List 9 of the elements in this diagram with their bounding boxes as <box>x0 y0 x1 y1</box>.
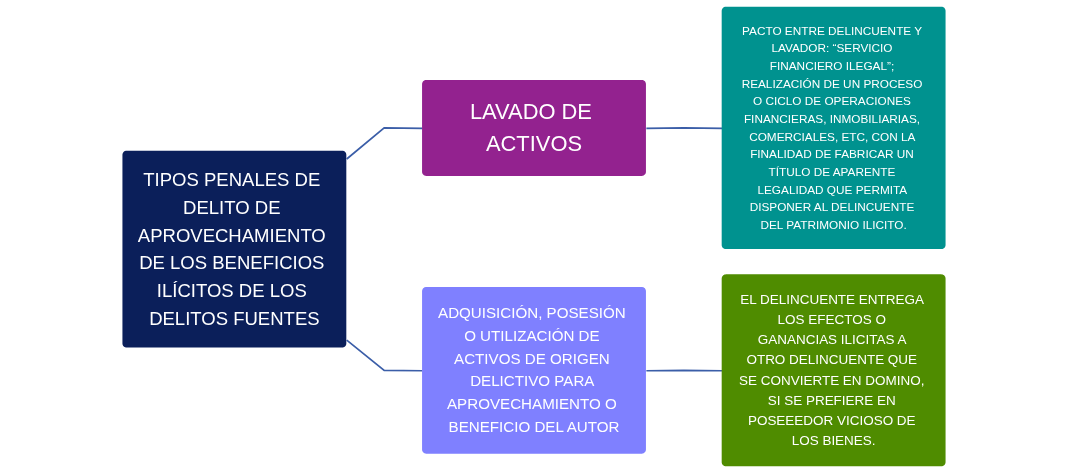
connector <box>645 127 723 130</box>
node-box: PACTO ENTRE DELINCUENTE Y LAVADOR: “SERVICIO FINANCIERO ILEGAL”; REALIZACIÓN DE UN PROCESO O CICLO DE OPERACIONES FINANCIERAS, INMOBILIARIAS, COMERCIALES, ETC, CON LA FINALIDAD DE FABRICAR UN TÍTULO DE APARENTE LEGALIDAD QUE PERMITA DISPONER AL DELINCUENTE DEL PATRIMONIO ILICITO. <box>721 6 946 250</box>
node-box: TIPOS PENALES DE DELITO DE APROVECHAMIENTO DE LOS BENEFICIOS ILÍCITOS DE LOS DELITOS FUENTES <box>122 150 347 348</box>
connector <box>645 369 723 372</box>
connector <box>345 339 424 372</box>
node-box: ADQUISICIÓN, POSESIÓN O UTILIZACIÓN DE ACTIVOS DE ORIGEN DELICTIVO PARA APROVECHAMIENTO O BENEFICIO DEL AUTOR <box>422 287 646 454</box>
connector <box>345 127 424 160</box>
node-box: LAVADO DE ACTIVOS <box>422 79 646 176</box>
node-box: EL DELINCUENTE ENTREGA LOS EFECTOS O GANANCIAS ILICITAS A OTRO DELINCUENTE QUE SE CONVIERTE EN DOMINO, SI SE PREFIERE EN POSEEEDOR VICIOSO DE LOS BIENES. <box>721 274 946 467</box>
